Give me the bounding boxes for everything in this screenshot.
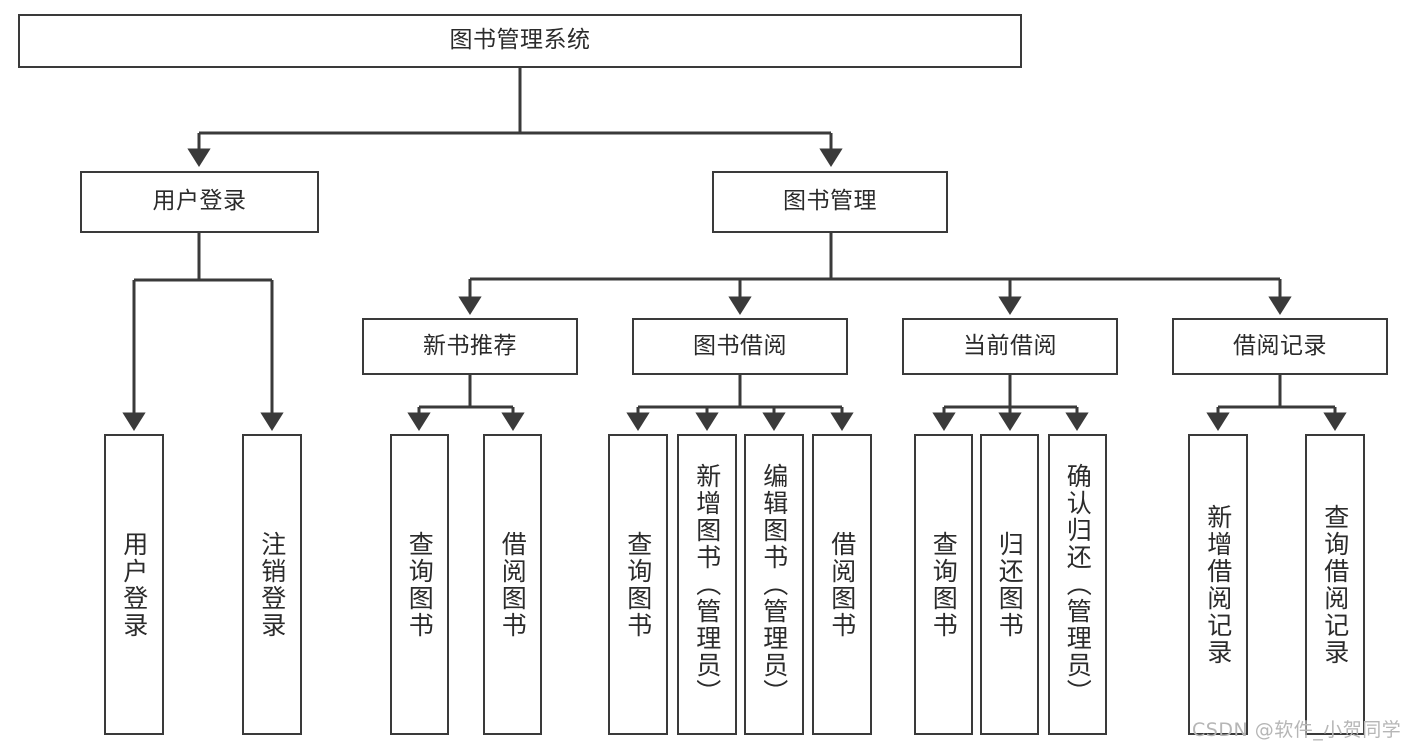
leaf-logout[interactable]: 注销登录 bbox=[242, 434, 302, 735]
node-user-login[interactable]: 用户登录 bbox=[80, 171, 319, 233]
leaf-confirm-return-admin-label: 确认归还（管理员） bbox=[1063, 463, 1093, 706]
leaf-edit-book-admin[interactable]: 编辑图书（管理员） bbox=[744, 434, 804, 735]
watermark-text: CSDN @软件_小贺同学 bbox=[1192, 719, 1402, 741]
leaf-query-borrow-record-label: 查询借阅记录 bbox=[1320, 503, 1350, 666]
leaf-logout-label: 注销登录 bbox=[257, 530, 287, 639]
leaf-query-borrow-record[interactable]: 查询借阅记录 bbox=[1305, 434, 1365, 735]
leaf-return-book[interactable]: 归还图书 bbox=[980, 434, 1039, 735]
node-book-borrow[interactable]: 图书借阅 bbox=[632, 318, 848, 375]
node-borrow-record-label: 借阅记录 bbox=[1233, 332, 1327, 359]
node-book-management[interactable]: 图书管理 bbox=[712, 171, 948, 233]
leaf-borrow-books-borrow-label: 借阅图书 bbox=[827, 530, 857, 639]
leaf-query-books-borrow-label: 查询图书 bbox=[623, 530, 653, 639]
node-root-label: 图书管理系统 bbox=[449, 27, 591, 54]
leaf-query-books-current-label: 查询图书 bbox=[929, 530, 959, 639]
node-current-borrow[interactable]: 当前借阅 bbox=[902, 318, 1118, 375]
leaf-confirm-return-admin[interactable]: 确认归还（管理员） bbox=[1048, 434, 1107, 735]
leaf-query-books-new-label: 查询图书 bbox=[405, 530, 435, 639]
leaf-user-login[interactable]: 用户登录 bbox=[104, 434, 164, 735]
leaf-add-book-admin-label: 新增图书（管理员） bbox=[692, 463, 722, 706]
node-user-login-label: 用户登录 bbox=[152, 188, 247, 215]
node-book-borrow-label: 图书借阅 bbox=[693, 332, 787, 359]
leaf-add-borrow-record[interactable]: 新增借阅记录 bbox=[1188, 434, 1248, 735]
node-new-book-recommend[interactable]: 新书推荐 bbox=[362, 318, 578, 375]
leaf-query-books-new[interactable]: 查询图书 bbox=[390, 434, 449, 735]
leaf-add-book-admin[interactable]: 新增图书（管理员） bbox=[677, 434, 737, 735]
node-current-borrow-label: 当前借阅 bbox=[963, 332, 1057, 359]
leaf-query-books-current[interactable]: 查询图书 bbox=[914, 434, 973, 735]
leaf-borrow-books-new-label: 借阅图书 bbox=[498, 530, 528, 639]
node-root[interactable]: 图书管理系统 bbox=[18, 14, 1022, 68]
leaf-user-login-label: 用户登录 bbox=[119, 530, 149, 639]
leaf-add-borrow-record-label: 新增借阅记录 bbox=[1203, 503, 1233, 666]
leaf-return-book-label: 归还图书 bbox=[995, 530, 1025, 639]
leaf-borrow-books-borrow[interactable]: 借阅图书 bbox=[812, 434, 872, 735]
node-book-management-label: 图书管理 bbox=[783, 188, 877, 215]
node-borrow-record[interactable]: 借阅记录 bbox=[1172, 318, 1388, 375]
leaf-edit-book-admin-label: 编辑图书（管理员） bbox=[759, 463, 789, 706]
leaf-borrow-books-new[interactable]: 借阅图书 bbox=[483, 434, 542, 735]
leaf-query-books-borrow[interactable]: 查询图书 bbox=[608, 434, 668, 735]
node-new-book-recommend-label: 新书推荐 bbox=[423, 332, 517, 359]
